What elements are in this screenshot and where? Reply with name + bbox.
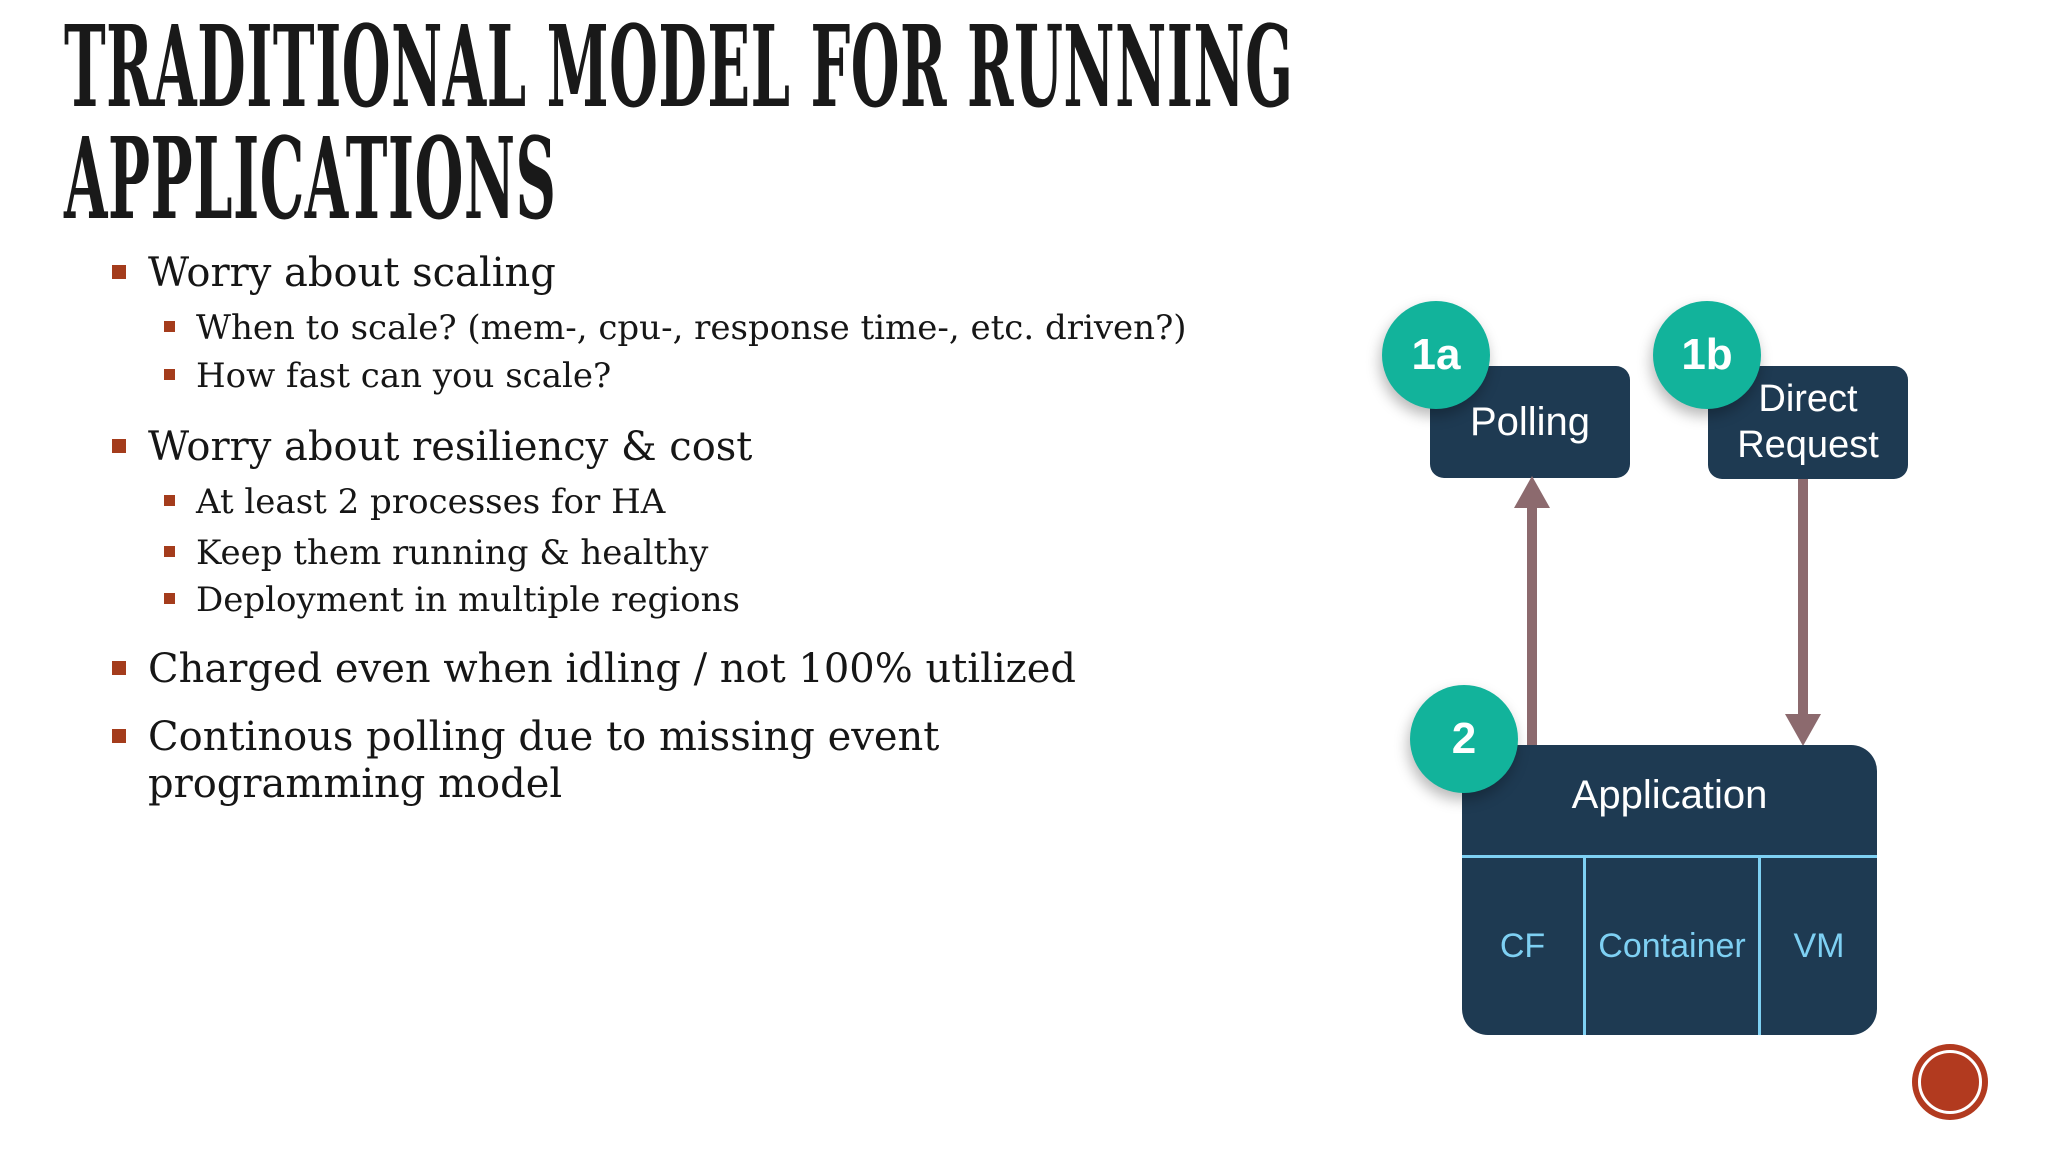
bullet-item-ha-processes: At least 2 processes for HA xyxy=(164,482,665,522)
direct-request-label: Direct Request xyxy=(1737,377,1879,466)
runtime-cell-cf: CF xyxy=(1499,927,1546,965)
bullet-item-continuous-polling: Continous polling due to missing event p… xyxy=(112,714,1188,808)
arrow-up-icon xyxy=(1514,476,1550,508)
runtime-divider xyxy=(1758,858,1761,1035)
runtime-cell-vm: VM xyxy=(1793,927,1845,965)
bullet-text: Deployment in multiple regions xyxy=(196,580,740,620)
bullet-text: Charged even when idling / not 100% util… xyxy=(148,646,1077,692)
bullet-marker xyxy=(164,495,175,506)
red-stamp-icon xyxy=(1912,1044,1988,1120)
bullet-item-scaling: Worry about scaling xyxy=(112,250,556,297)
page-title-line-1: TRADITIONAL MODEL FOR RUNNING xyxy=(64,2,1294,133)
bullet-text: Worry about resiliency & cost xyxy=(148,424,753,470)
bullet-marker xyxy=(112,729,126,743)
bullet-item-when-to-scale: When to scale? (mem-, cpu-, response tim… xyxy=(164,308,1187,348)
arrow-down-icon xyxy=(1785,714,1821,746)
runtime-divider xyxy=(1583,858,1586,1035)
arrow-shaft xyxy=(1798,479,1808,717)
application-label: Application xyxy=(1571,773,1768,817)
bullet-marker xyxy=(112,661,126,675)
application-box: Application CF Container VM xyxy=(1462,745,1877,1035)
bullet-marker xyxy=(164,369,175,380)
stamp-ring xyxy=(1918,1050,1982,1114)
bullet-marker xyxy=(112,265,126,279)
bullet-marker xyxy=(164,593,175,604)
bullet-text: Worry about scaling xyxy=(148,250,556,296)
badge-2: 2 xyxy=(1410,685,1518,793)
bullet-text: Keep them running & healthy xyxy=(196,533,709,573)
page-title-line-2: APPLICATIONS xyxy=(64,114,557,245)
application-divider xyxy=(1462,855,1877,858)
bullet-item-charged-idling: Charged even when idling / not 100% util… xyxy=(112,646,1076,693)
bullet-item-multi-region: Deployment in multiple regions xyxy=(164,580,740,620)
bullet-item-how-fast: How fast can you scale? xyxy=(164,356,611,396)
bullet-item-resiliency-cost: Worry about resiliency & cost xyxy=(112,424,752,471)
runtime-cell-container: Container xyxy=(1598,927,1746,965)
bullet-text: When to scale? (mem-, cpu-, response tim… xyxy=(196,308,1187,348)
bullet-marker xyxy=(112,439,126,453)
bullet-text: How fast can you scale? xyxy=(196,356,612,396)
bullet-marker xyxy=(164,546,175,557)
bullet-marker xyxy=(164,321,175,332)
arrow-shaft xyxy=(1527,504,1537,750)
bullet-text: Continous polling due to missing event p… xyxy=(148,714,940,808)
bullet-item-keep-running: Keep them running & healthy xyxy=(164,533,708,573)
badge-1b: 1b xyxy=(1653,301,1761,409)
bullet-text: At least 2 processes for HA xyxy=(196,482,666,522)
polling-label: Polling xyxy=(1469,399,1591,444)
badge-1a: 1a xyxy=(1382,301,1490,409)
